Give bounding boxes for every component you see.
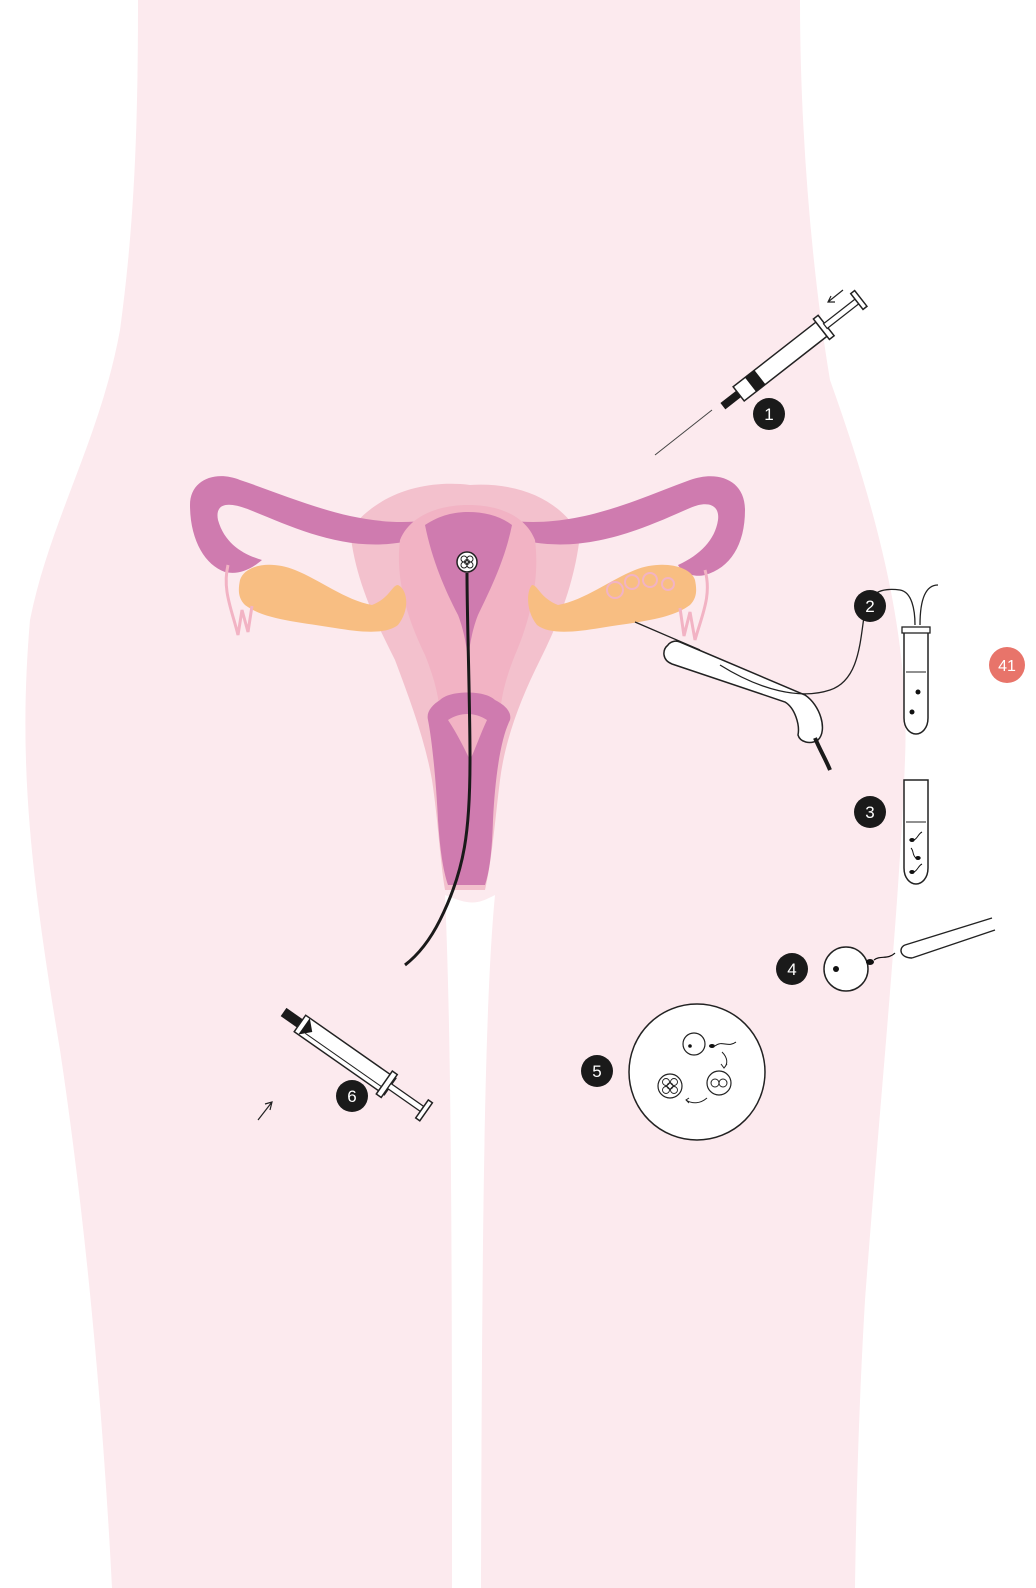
egg-cell-icon — [683, 1033, 705, 1055]
page-number: 41 — [998, 658, 1016, 675]
step-badge-5: 5 — [581, 1055, 613, 1087]
dish — [629, 1004, 765, 1140]
step-badge-6: 6 — [336, 1080, 368, 1112]
pipette-icon — [901, 918, 995, 958]
step-badge-4: 4 — [776, 953, 808, 985]
embryo-icon — [658, 1074, 682, 1098]
page-number-badge: 41 — [989, 647, 1025, 683]
step-number: 3 — [865, 803, 874, 822]
test-tube-icon — [902, 627, 930, 734]
test-tube-icon — [904, 780, 928, 884]
step-badge-1: 1 — [753, 398, 785, 430]
step-number: 6 — [347, 1087, 356, 1106]
arrow-icon — [828, 290, 843, 302]
step-number: 5 — [592, 1062, 601, 1081]
tube-lead — [920, 585, 938, 625]
step-number: 2 — [865, 597, 874, 616]
sperm-sample — [904, 780, 928, 884]
egg-cell-icon — [824, 947, 868, 991]
step-number: 1 — [764, 405, 773, 424]
embryo-icon — [457, 552, 477, 572]
step-number: 4 — [787, 960, 796, 979]
step-badge-3: 3 — [854, 796, 886, 828]
step-badge-2: 2 — [854, 590, 886, 622]
embryo-development — [629, 1004, 765, 1140]
